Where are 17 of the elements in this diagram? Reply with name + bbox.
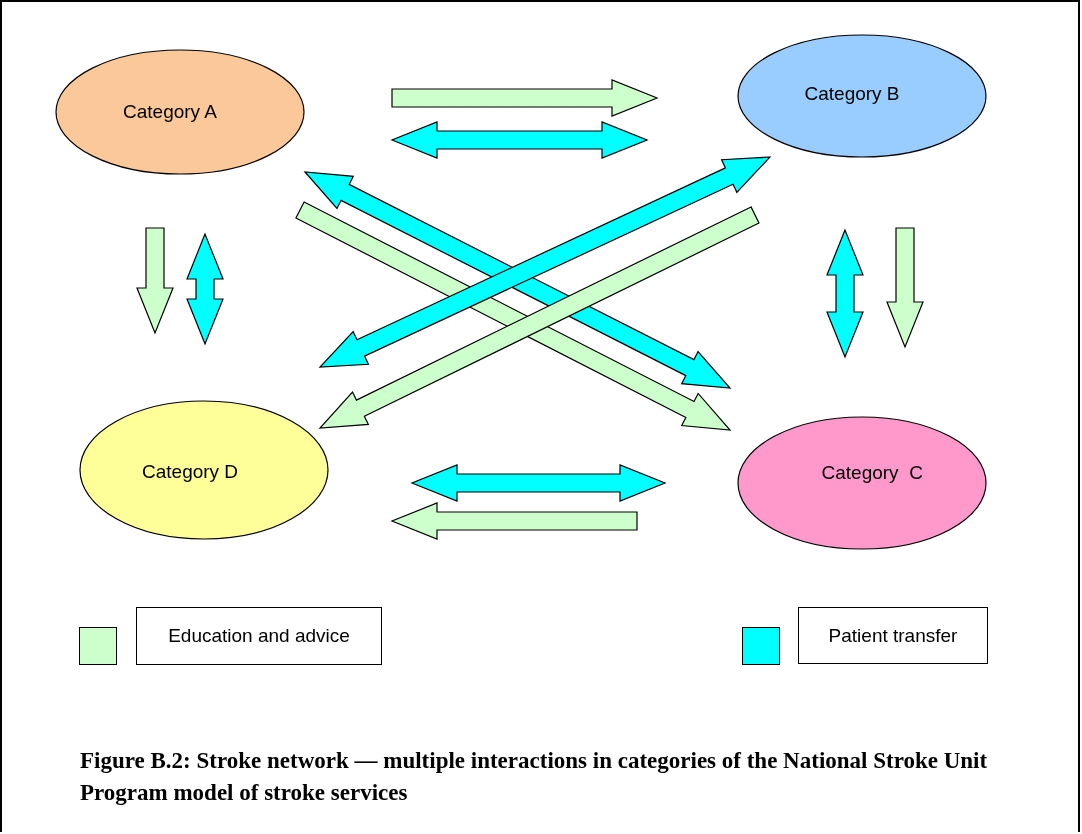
category-label: Category D xyxy=(142,461,239,483)
category-label: Category C xyxy=(821,462,923,484)
block-arrow xyxy=(390,121,649,159)
block-arrow xyxy=(136,227,174,335)
block-arrow xyxy=(303,171,732,389)
block-arrow xyxy=(390,502,638,540)
legend-label: Education and advice xyxy=(136,607,382,665)
category-label: Category A xyxy=(123,101,217,123)
block-arrow xyxy=(391,79,659,117)
figure-caption: Figure B.2: Stroke network — multiple interactions in categories of the National Stroke Unit Program model of stroke services xyxy=(80,747,989,807)
block-arrow xyxy=(410,464,667,502)
block-arrow xyxy=(886,227,924,349)
block-arrow xyxy=(318,156,772,368)
block-arrow xyxy=(826,228,864,359)
category-label: Category B xyxy=(804,83,900,105)
block-arrow xyxy=(186,232,224,346)
legend-label: Patient transfer xyxy=(798,607,988,664)
